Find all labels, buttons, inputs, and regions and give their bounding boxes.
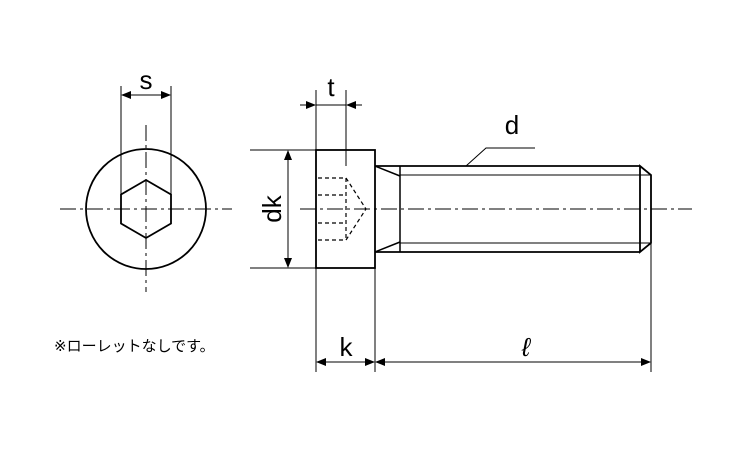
dk-label: dk xyxy=(257,194,287,222)
head-outline-circle xyxy=(85,148,207,270)
d-label: d xyxy=(505,110,519,140)
head-neck-top xyxy=(374,165,401,177)
head-neck-bottom xyxy=(374,241,401,253)
hidden-socket xyxy=(318,177,367,241)
hex-socket xyxy=(120,178,172,240)
side-view: t dk d k ℓ xyxy=(250,72,692,372)
note-text: ※ローレットなしです。 xyxy=(54,337,215,355)
t-label: t xyxy=(327,72,335,102)
s-label: s xyxy=(140,65,153,95)
l-label: ℓ xyxy=(521,332,532,362)
d-leader-line xyxy=(465,147,535,167)
end-view: s xyxy=(60,65,232,292)
k-label: k xyxy=(340,332,354,362)
